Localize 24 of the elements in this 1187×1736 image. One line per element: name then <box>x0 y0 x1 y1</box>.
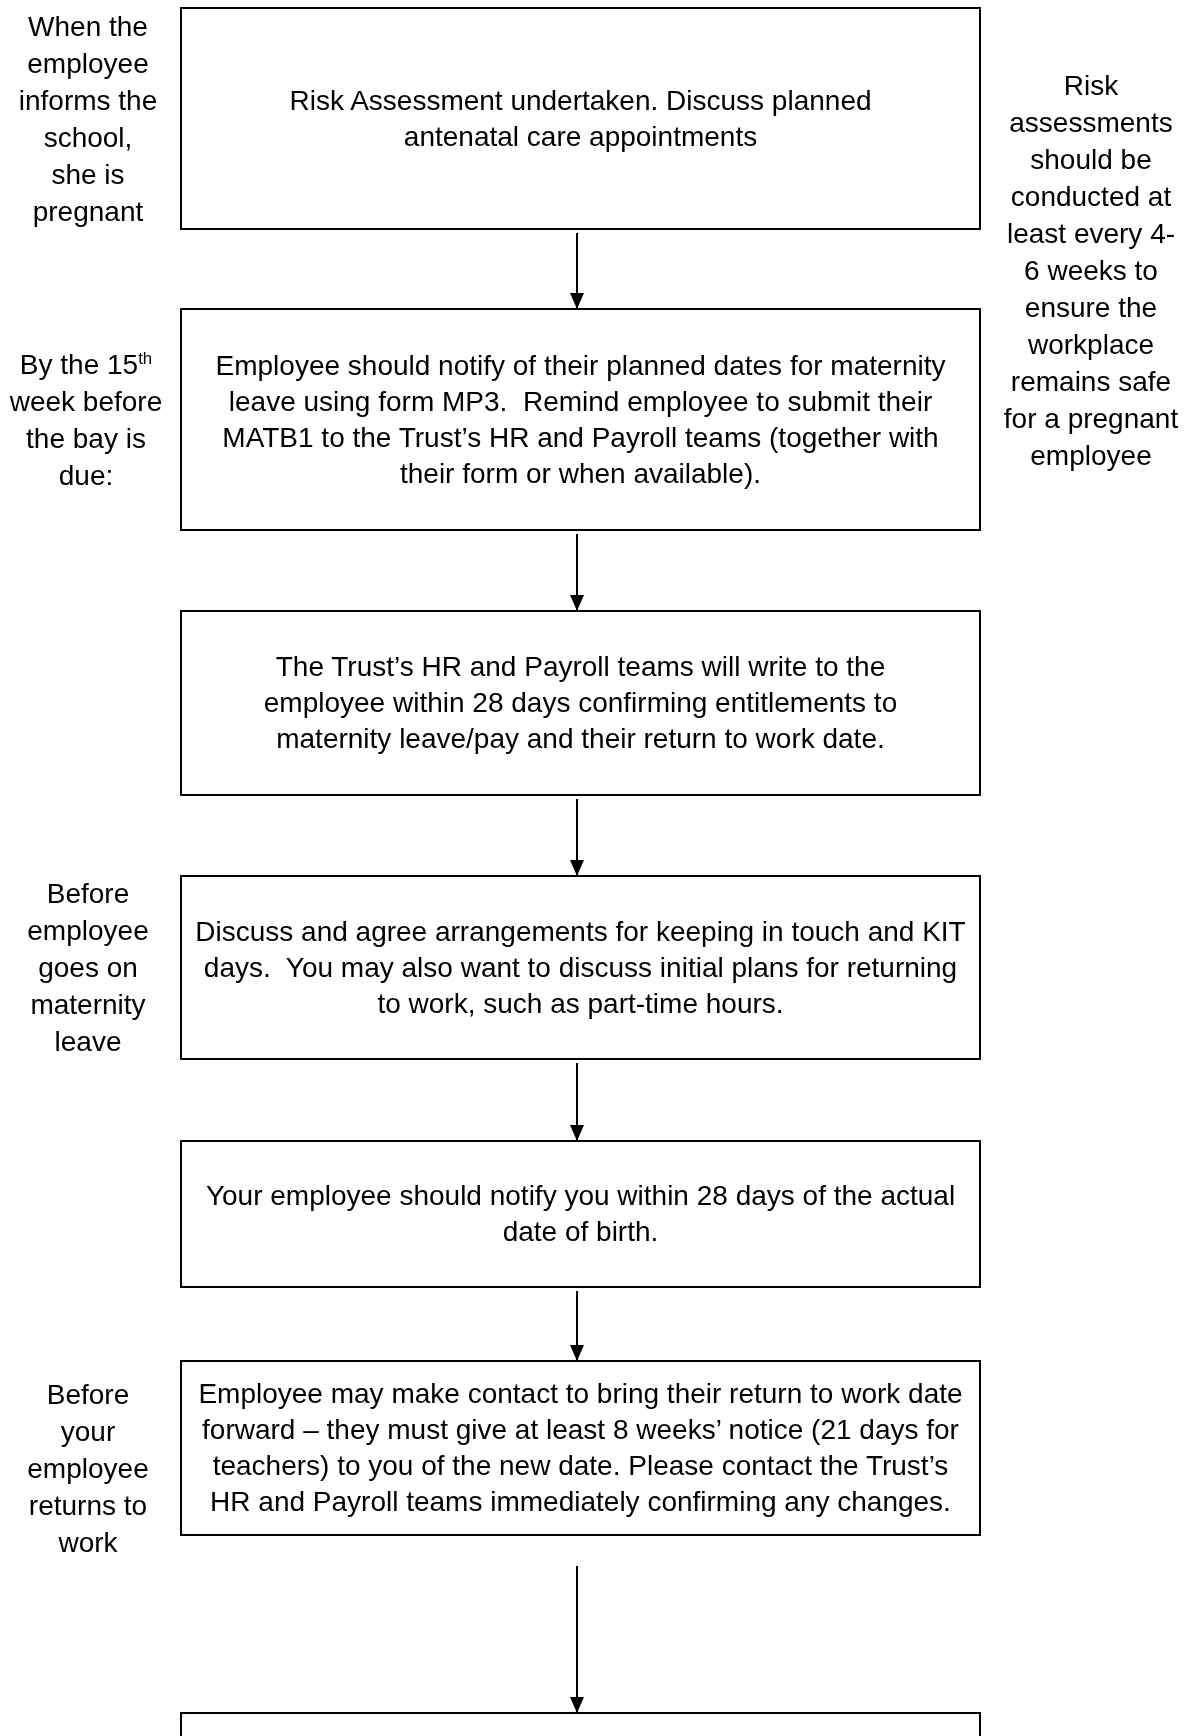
stage-label: Before your employee returns to work <box>26 1377 150 1560</box>
arrow <box>570 232 584 309</box>
step-text: Your employee should notify you within 28 days of the actual date of birth. <box>204 1179 957 1249</box>
step-text: Employee should notify of their planned dates for maternity leave using form MP3. Remind employee to submit their MATB1 to the Trust’s HR and Payroll teams (together with their form or when available). <box>214 348 947 491</box>
process-box <box>180 308 981 531</box>
step-text: Discuss and agree arrangements for keeping in touch and KIT days. You may also want to discuss initial plans for returning to work, such as part-time hours. <box>194 914 967 1021</box>
step-text: Employee may make contact to bring their return to work date forward – they must give at least 8 weeks’ notice (21 days for teachers) to you of the new date. Please contact the Trust’s HR and Payroll teams immediately confirming any changes. <box>197 1377 964 1519</box>
arrow <box>570 1290 584 1361</box>
note-text: Risk assessments should be conducted at least every 4-6 weeks to ensure the workplace remains safe for a pregnant employee <box>1002 68 1180 473</box>
empty-process-box <box>180 1712 981 1736</box>
arrow <box>570 1062 584 1141</box>
step-text: Risk Assessment undertaken. Discuss planned antenatal care appointments <box>288 83 873 154</box>
stage-label: When the employee informs the school, she is pregnant <box>18 9 158 229</box>
arrow <box>570 533 584 611</box>
process-box <box>180 610 981 796</box>
stage-label: Before employee goes on maternity leave <box>26 877 150 1059</box>
arrow <box>570 1565 584 1713</box>
process-box <box>180 875 981 1060</box>
process-box <box>180 1140 981 1288</box>
step-text: The Trust’s HR and Payroll teams will write to the employee within 28 days confirming entitlements to maternity leave/pay and their return to work date. <box>262 650 899 756</box>
arrow <box>570 798 584 876</box>
process-box <box>180 7 981 230</box>
stage-label: By the 15$^{th}$ week before the bay is due: <box>8 347 164 493</box>
process-box <box>180 1360 981 1536</box>
